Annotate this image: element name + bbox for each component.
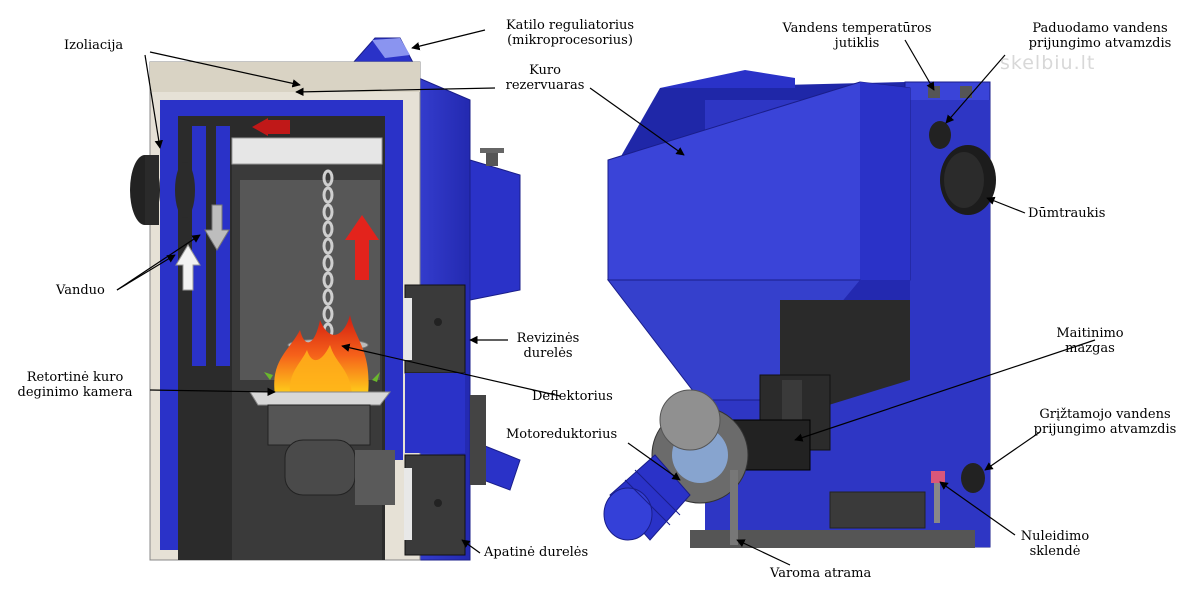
return-connector — [961, 463, 985, 493]
hopper-side-box — [469, 159, 521, 301]
water-up-arrow — [175, 244, 201, 291]
label-griztamojo-vandens: Grįžtamojo vandens prijungimo atvamzdis — [1033, 407, 1177, 437]
flue-arrow — [345, 215, 379, 280]
label-vanduo: Vanduo — [56, 283, 105, 298]
supply-connector — [929, 121, 951, 149]
label-retortine-kamera: Retortinė kuro deginimo kamera — [17, 370, 133, 400]
label-revizines-dureles: Revizinės durelės — [516, 331, 580, 361]
label-izoliacija: Izoliacija — [64, 38, 124, 53]
watermark: skelbiu.lt — [1000, 52, 1096, 74]
label-deflektorius: Deflektorius — [532, 389, 613, 404]
drain-valve — [931, 471, 945, 483]
water-down-arrow — [204, 204, 230, 251]
label-paduodamo-vandens: Paduodamo vandens prijungimo atvamzdis — [1028, 21, 1172, 51]
water-jacket-right — [385, 100, 403, 460]
motor — [603, 454, 691, 541]
flame — [264, 315, 380, 406]
temperature-sensor — [928, 86, 940, 98]
label-katilo-reguliatorius: Katilo reguliatorius (mikroprocesorius) — [505, 18, 635, 48]
support-leg — [730, 470, 738, 545]
label-varoma-atrama: Varoma atrama — [770, 566, 872, 581]
label-vandens-temperaturos: Vandens temperatūros jutiklis — [782, 21, 932, 51]
label-apatine-dureles: Apatinė durelės — [484, 545, 589, 560]
label-motoreduktorius: Motoreduktorius — [506, 427, 618, 442]
revision-door — [404, 284, 466, 374]
assembled-boiler — [603, 70, 996, 548]
leader-lines — [116, 29, 1096, 566]
retort-burner — [267, 404, 371, 446]
label-maitinimo-mazgas: Maitinimo mazgas — [1056, 326, 1124, 356]
cutaway-boiler — [130, 37, 521, 561]
label-kuro-rezervuaras: Kuro rezervuaras — [505, 63, 585, 93]
label-nuleidimo-sklende: Nuleidimo sklendė — [1020, 529, 1090, 559]
label-dumtraukis: Dūmtraukis — [1028, 206, 1106, 221]
water-jacket-left — [160, 100, 178, 550]
